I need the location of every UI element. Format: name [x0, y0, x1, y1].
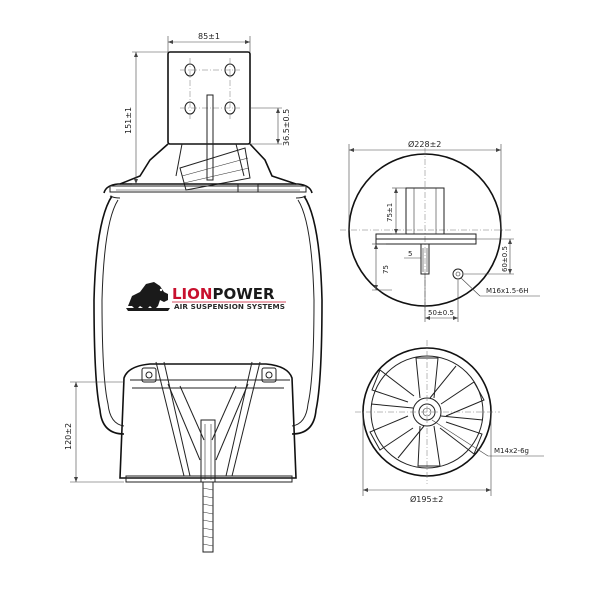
dim-piston-height: 120±2: [64, 381, 124, 483]
callout-bottom-thread: M14x2-6g: [431, 419, 544, 457]
mounting-plate: [119, 51, 297, 191]
brand-logo: LIONPOWER AIR SUSPENSION SYSTEMS: [126, 282, 286, 311]
side-view: 85±1 151±1 36.5±0.5: [64, 32, 323, 553]
dim-plate-width: 85±1: [167, 32, 251, 52]
dim-piston-height-label: 120±2: [64, 423, 73, 450]
lion-icon: [126, 282, 170, 311]
dim-top-port-offset: 50±0.5: [424, 274, 459, 322]
dim-top-small-gap-label: 5: [408, 250, 412, 258]
bottom-view-ribs: [369, 357, 485, 467]
dim-top-small-gap: 5: [404, 250, 421, 259]
brand-tagline: AIR SUSPENSION SYSTEMS: [174, 302, 285, 311]
top-view: Ø228±2 75±1 60±0.5 5: [340, 139, 540, 322]
callout-top-port-thread-label: M16x1.5-6H: [486, 287, 528, 295]
dim-plate-width-label: 85±1: [198, 32, 220, 41]
dim-top-plate-height: 75±1: [386, 187, 406, 235]
callout-bottom-thread-label: M14x2-6g: [494, 447, 529, 455]
dim-hole-offset-label: 36.5±0.5: [282, 109, 291, 146]
dim-top-diameter-label: Ø228±2: [408, 139, 441, 149]
brand-name-lion: LION: [172, 285, 212, 303]
callout-top-port-thread: M16x1.5-6H: [460, 277, 540, 297]
dim-bottom-diameter-label: Ø195±2: [410, 494, 443, 504]
brand-name: LIONPOWER: [172, 285, 275, 303]
dim-top-offset-right: 60±0.5: [464, 238, 514, 275]
dim-top-diameter: Ø228±2: [348, 139, 502, 230]
piston: [119, 361, 297, 553]
dim-top-offset-right-label: 60±0.5: [501, 246, 509, 272]
dim-bottom-diameter: Ø195±2: [362, 412, 492, 504]
rubber-bellow: [93, 195, 323, 435]
dim-plate-height-label: 151±1: [124, 107, 133, 134]
dim-hole-offset: 36.5±0.5: [250, 107, 291, 146]
dim-top-lower-height: 75: [372, 243, 392, 291]
dim-plate-height: 151±1: [124, 51, 168, 185]
bottom-view: M14x2-6g Ø195±2: [355, 340, 544, 504]
top-bead-plate: [103, 183, 313, 194]
dim-top-plate-height-label: 75±1: [386, 203, 394, 222]
dim-top-lower-height-label: 75: [382, 265, 390, 274]
dim-top-port-offset-label: 50±0.5: [428, 309, 454, 317]
brand-name-power: POWER: [212, 285, 275, 303]
